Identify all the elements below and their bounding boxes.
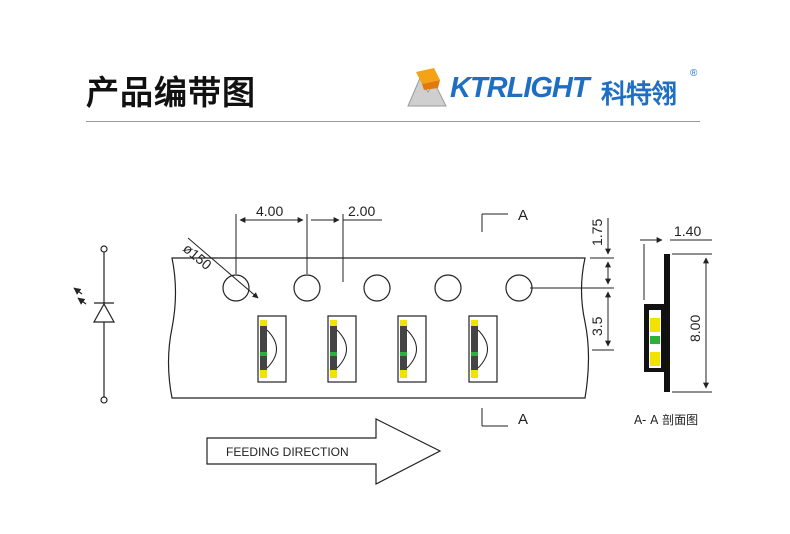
feeding-direction-label: FEEDING DIRECTION xyxy=(226,445,349,459)
section-mark-top xyxy=(481,213,508,232)
feeding-direction-arrow xyxy=(206,418,442,485)
led-pocket xyxy=(257,315,287,383)
section-dimensions xyxy=(640,237,712,393)
pitch-label: 4.00 xyxy=(256,203,283,219)
logo-latin-text: KTRLIGHT xyxy=(450,72,590,104)
tape-width-label: 8.00 xyxy=(687,315,703,342)
half-pitch-label: 2.00 xyxy=(348,203,375,219)
sprocket-holes xyxy=(222,274,533,302)
hole-diameter-dimension xyxy=(187,237,259,299)
pitch-dimension xyxy=(235,214,308,274)
half-pitch-dimension xyxy=(311,214,382,282)
thickness-label: 1.40 xyxy=(674,223,701,239)
sprocket-hole xyxy=(363,274,391,302)
logo-registered-mark: ® xyxy=(690,68,698,79)
page-title: 产品编带图 xyxy=(86,73,256,112)
cross-section-view xyxy=(644,254,670,392)
led-pocket xyxy=(397,315,427,383)
vertical-dimensions xyxy=(530,218,614,351)
section-mark-bottom xyxy=(481,408,508,427)
sprocket-hole xyxy=(434,274,462,302)
sprocket-hole xyxy=(505,274,533,302)
header-divider xyxy=(86,121,700,122)
section-mark-top-label: A xyxy=(518,207,528,224)
hole-to-center-label: 3.5 xyxy=(589,316,605,336)
sprocket-hole xyxy=(293,274,321,302)
logo-chinese-text: 科特翎 xyxy=(601,80,677,110)
sprocket-hole xyxy=(222,274,250,302)
section-mark-bottom-label: A xyxy=(518,411,528,428)
led-symbol-icon xyxy=(73,245,116,404)
led-pocket xyxy=(327,315,357,383)
brand-logo: KTRLIGHT 科特翎 ® xyxy=(404,64,724,114)
section-caption: A- A 剖面图 xyxy=(634,413,698,427)
component-pockets xyxy=(257,315,498,383)
edge-to-hole-label: 1.75 xyxy=(589,219,605,246)
led-pocket xyxy=(468,315,498,383)
logo-mark-icon xyxy=(407,68,447,107)
